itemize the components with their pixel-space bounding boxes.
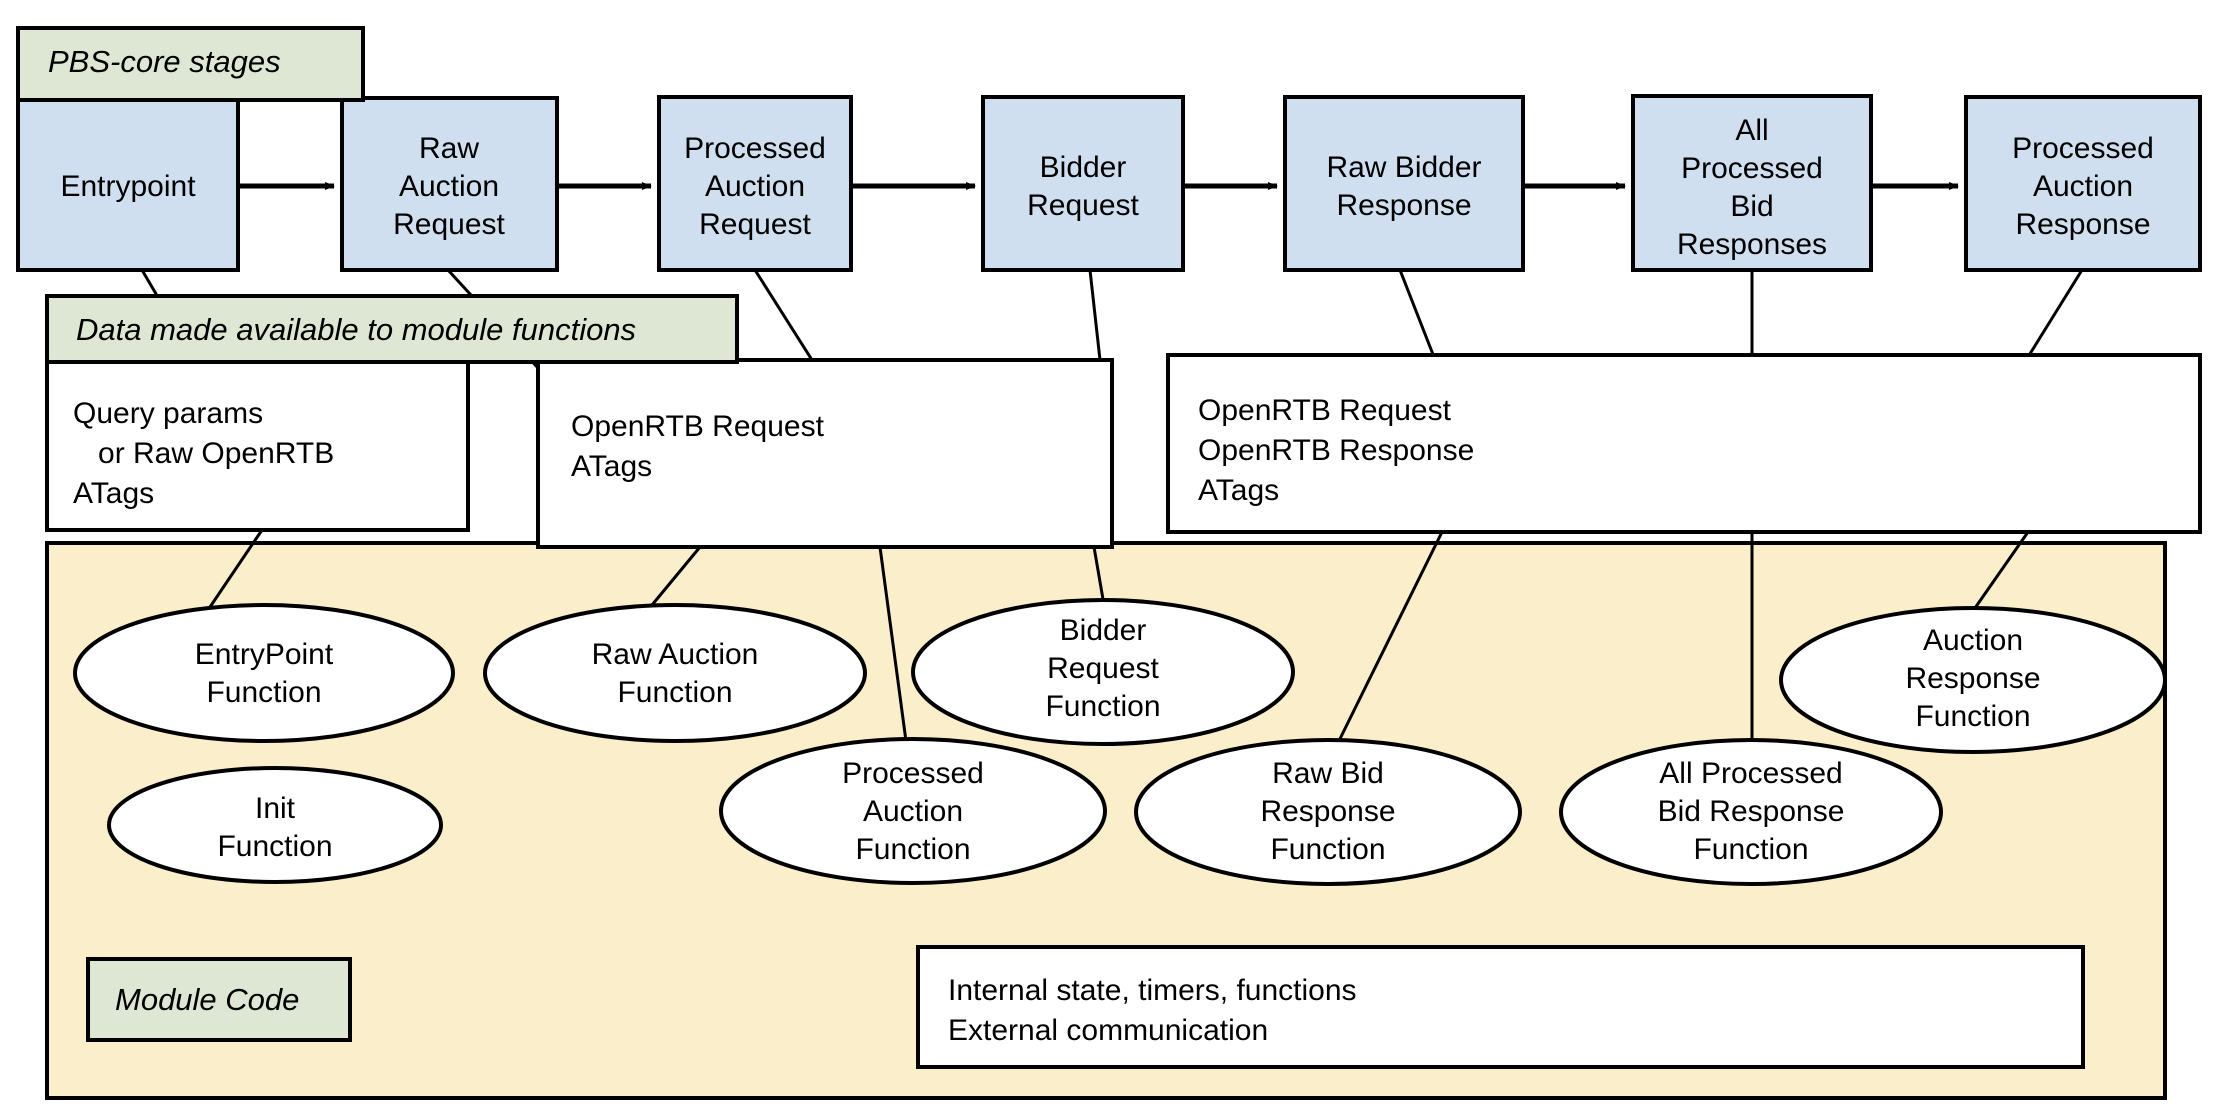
stage-processed-auction-response-label-1: Processed <box>2012 132 2154 165</box>
stage-raw-bidder-response-label-1: Raw Bidder <box>1326 151 1481 184</box>
function-processed-auction-label-1: Processed <box>842 757 984 790</box>
data-box-auction-request: OpenRTB Request ATags <box>536 358 1114 549</box>
stage-processed-auction-response-label-3: Response <box>2015 208 2150 241</box>
function-processed-auction-label-3: Function <box>855 833 970 866</box>
function-raw-auction-label-2: Function <box>617 676 732 709</box>
data-box-auction-request-line-2: ATags <box>571 450 652 483</box>
module-internal-line-2: External communication <box>948 1014 1268 1047</box>
stage-raw-bidder-response-label-2: Response <box>1336 189 1471 222</box>
function-processed-auction-label-2: Auction <box>863 795 963 828</box>
function-processed-auction[interactable]: Processed Auction Function <box>719 737 1107 885</box>
function-raw-bid-response-label-3: Function <box>1270 833 1385 866</box>
legend-pbs-core-stages: PBS-core stages <box>16 26 365 102</box>
function-bidder-request-label-3: Function <box>1045 690 1160 723</box>
stage-raw-auction-request[interactable]: Raw Auction Request <box>340 96 559 272</box>
stage-all-processed-bid-responses-label-2: Processed <box>1681 152 1823 185</box>
data-box-entrypoint-line-2: or Raw OpenRTB <box>73 437 334 470</box>
stage-raw-auction-request-label-3: Request <box>393 208 505 241</box>
function-all-processed-bid-response-label-3: Function <box>1693 833 1808 866</box>
connector-data-to-bidder-request-function <box>1092 546 1106 606</box>
stage-raw-auction-request-label-1: Raw <box>419 132 479 165</box>
data-box-entrypoint: Query params or Raw OpenRTB ATags <box>45 360 470 532</box>
legend-data-available-label: Data made available to module functions <box>76 312 636 347</box>
stage-processed-auction-response[interactable]: Processed Auction Response <box>1964 95 2202 272</box>
stage-bidder-request-label-2: Request <box>1027 189 1139 222</box>
function-auction-response-label-2: Response <box>1905 662 2040 695</box>
function-entrypoint-label-1: EntryPoint <box>195 638 334 671</box>
connector-processed-response-to-data <box>2026 269 2084 358</box>
function-all-processed-bid-response[interactable]: All Processed Bid Response Function <box>1559 738 1943 886</box>
function-auction-response[interactable]: Auction Response Function <box>1779 606 2167 754</box>
function-raw-bid-response-label-1: Raw Bid <box>1272 757 1384 790</box>
function-auction-response-label-3: Function <box>1915 700 2030 733</box>
function-raw-bid-response[interactable]: Raw Bid Response Function <box>1134 738 1522 886</box>
stage-all-processed-bid-responses-label-1: All <box>1735 114 1768 147</box>
connector-raw-bidder-response-to-data <box>1398 269 1436 358</box>
function-bidder-request-label-2: Request <box>1047 652 1159 685</box>
data-box-auction-request-line-1: OpenRTB Request <box>571 410 825 443</box>
connector-data-to-entrypoint-function <box>208 529 264 608</box>
stage-bidder-request[interactable]: Bidder Request <box>981 95 1185 272</box>
function-raw-auction[interactable]: Raw Auction Function <box>483 603 867 743</box>
connector-processed-auction-to-data <box>753 269 814 361</box>
function-auction-response-label-1: Auction <box>1923 624 2023 657</box>
stage-all-processed-bid-responses-label-4: Responses <box>1677 228 1827 261</box>
legend-data-available: Data made available to module functions <box>45 294 739 364</box>
function-init[interactable]: Init Function <box>107 766 443 884</box>
legend-module-code: Module Code <box>86 957 352 1042</box>
stage-processed-auction-request-label-2: Auction <box>705 170 805 203</box>
data-box-bidder-response-line-3: ATags <box>1198 474 1279 507</box>
connector-data-to-raw-bid-response-function <box>1330 531 1444 756</box>
data-box-entrypoint-line-3: ATags <box>73 477 154 510</box>
module-internal-line-1: Internal state, timers, functions <box>948 974 1357 1007</box>
stage-entrypoint[interactable]: Entrypoint <box>16 98 240 272</box>
data-box-bidder-response: OpenRTB Request OpenRTB Response ATags <box>1166 353 2202 534</box>
connector-data-to-auction-response-function <box>1973 531 2030 609</box>
stage-processed-auction-request[interactable]: Processed Auction Request <box>657 95 853 272</box>
function-entrypoint-label-2: Function <box>206 676 321 709</box>
stage-raw-auction-request-label-2: Auction <box>399 170 499 203</box>
connector-bidder-request-to-data <box>1088 269 1102 361</box>
stage-entrypoint-label-1: Entrypoint <box>60 170 196 203</box>
stage-processed-auction-response-label-2: Auction <box>2033 170 2133 203</box>
stage-all-processed-bid-responses-label-3: Bid <box>1730 190 1773 223</box>
stage-processed-auction-request-label-3: Request <box>699 208 811 241</box>
data-box-bidder-response-line-1: OpenRTB Request <box>1198 394 1452 427</box>
function-init-label-2: Function <box>217 830 332 863</box>
function-init-label-1: Init <box>255 792 296 825</box>
legend-module-code-label: Module Code <box>115 982 299 1017</box>
stage-bidder-request-label-1: Bidder <box>1040 151 1127 184</box>
function-bidder-request[interactable]: Bidder Request Function <box>911 598 1295 746</box>
function-all-processed-bid-response-label-2: Bid Response <box>1658 795 1845 828</box>
module-internal-box: Internal state, timers, functions Extern… <box>916 945 2085 1069</box>
stage-processed-auction-request-label-1: Processed <box>684 132 826 165</box>
connector-data-to-processed-auction-function <box>878 546 910 757</box>
function-bidder-request-label-1: Bidder <box>1060 614 1147 647</box>
function-raw-bid-response-label-2: Response <box>1260 795 1395 828</box>
stage-raw-bidder-response[interactable]: Raw Bidder Response <box>1283 95 1525 272</box>
legend-pbs-core-stages-label: PBS-core stages <box>48 44 281 79</box>
function-all-processed-bid-response-label-1: All Processed <box>1659 757 1842 790</box>
data-box-entrypoint-line-1: Query params <box>73 397 263 430</box>
data-box-bidder-response-line-2: OpenRTB Response <box>1198 434 1474 467</box>
function-entrypoint[interactable]: EntryPoint Function <box>73 603 455 743</box>
function-raw-auction-label-1: Raw Auction <box>592 638 759 671</box>
connector-data-to-raw-auction-function <box>650 546 702 606</box>
stage-all-processed-bid-responses[interactable]: All Processed Bid Responses <box>1631 94 1873 272</box>
